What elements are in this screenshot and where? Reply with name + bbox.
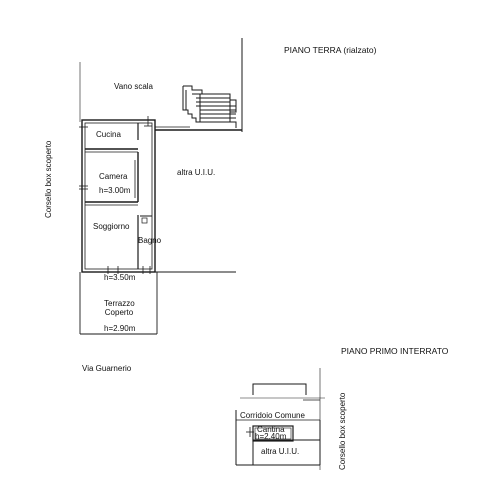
cellar-box	[252, 425, 294, 442]
bathroom-fixture	[141, 217, 148, 224]
apartment-inner-wall	[84, 122, 153, 270]
basement-title: PIANO PRIMO INTERRATO	[341, 346, 449, 356]
terrace-label-2: Coperto	[104, 308, 134, 317]
terrace-label: Terrazzo	[104, 299, 135, 308]
living-label: Soggiorno	[93, 222, 130, 231]
cellar-box	[254, 427, 292, 440]
staircase	[182, 85, 237, 128]
corridor-label: Corridoio Comune	[240, 411, 305, 420]
bedroom-label: Camera	[99, 172, 128, 181]
ground-floor-title: PIANO TERRA (rialzato)	[284, 45, 377, 55]
cellar-label: Cantina	[257, 425, 285, 434]
bathroom-label: Bagno	[138, 236, 162, 245]
basement-other-unit-label: altra U.I.U.	[261, 447, 300, 456]
side-label-basement: Corsello box scoperto	[338, 392, 347, 470]
ground-height-label: h=3.50m	[104, 273, 136, 282]
terrace-height-label: h=2.90m	[104, 324, 136, 333]
stair-label: Vano scala	[114, 82, 153, 91]
side-label-ground: Corsello box scoperto	[44, 140, 53, 218]
apartment-outer-wall	[81, 119, 156, 273]
other-unit-label: altra U.I.U.	[177, 168, 216, 177]
street-label: Via Guarnerio	[82, 364, 132, 373]
cellar-height-label: h=2.40m	[255, 432, 287, 441]
kitchen-label: Cucina	[96, 130, 121, 139]
bedroom-height-label: h=3.00m	[99, 186, 131, 195]
